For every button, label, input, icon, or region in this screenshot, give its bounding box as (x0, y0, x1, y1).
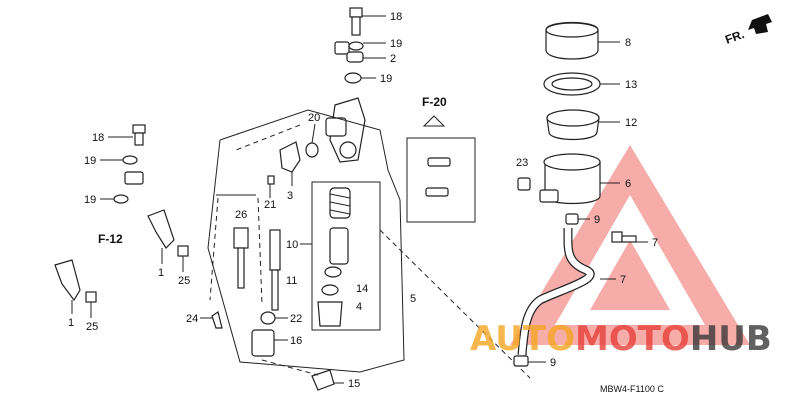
clamp-9-top (565, 213, 590, 225)
nut-23 (517, 177, 531, 191)
banjo-bolt-left (108, 124, 146, 146)
pin-24 (200, 311, 223, 329)
piston-kit-box (300, 181, 381, 331)
watermark-part2: MOTO (575, 319, 690, 359)
watermark-text: AUTOMOTOHUB (470, 319, 772, 359)
washer-left-1 (100, 155, 138, 165)
callout-19-left-lower: 19 (84, 194, 96, 206)
reservoir-hose-7 (517, 227, 616, 356)
callout-1-mid: 1 (158, 267, 164, 279)
callout-16: 16 (290, 335, 302, 347)
circlip-14 (321, 284, 339, 296)
hose-fitting-top (334, 41, 350, 55)
callout-11: 11 (286, 275, 297, 287)
f20-reference-box (379, 115, 531, 379)
callout-10: 10 (286, 239, 298, 251)
callout-8: 8 (625, 37, 631, 49)
callout-1-left: 1 (68, 317, 74, 329)
watermark-triangle (510, 145, 750, 345)
front-label: FR. (723, 27, 746, 47)
callout-15: 15 (348, 378, 360, 390)
callout-25-mid: 25 (178, 275, 190, 287)
callout-26: 26 (235, 209, 247, 221)
clamp-9-bottom (513, 355, 546, 367)
callout-25-left: 25 (86, 321, 98, 333)
callout-24: 24 (186, 313, 198, 325)
reference-f20: F-20 (422, 95, 447, 109)
diaphragm-12 (546, 109, 620, 141)
callout-14: 14 (356, 283, 368, 295)
screw-21 (267, 175, 275, 198)
callout-12: 12 (625, 117, 637, 129)
watermark-part1: AUTO (470, 319, 575, 359)
callout-9-top: 9 (594, 214, 600, 226)
callout-19-top: 19 (390, 38, 402, 50)
callout-19-left: 19 (84, 155, 96, 167)
banjo-bolt-top (349, 7, 386, 36)
reservoir-cap-8 (545, 21, 620, 60)
joint-2 (346, 51, 386, 63)
callout-18-top: 18 (390, 11, 402, 23)
hose-fitting (124, 171, 144, 185)
rod-26 (233, 227, 249, 249)
callout-3: 3 (287, 190, 293, 202)
bracket-1-mid (147, 209, 175, 264)
callout-21: 21 (264, 199, 276, 211)
master-cylinder-body (305, 97, 366, 163)
joint-16 (251, 329, 288, 357)
callout-6: 6 (625, 178, 631, 190)
bolt-7 (611, 231, 648, 243)
washer-19-top (348, 41, 386, 51)
washer-left-2 (100, 194, 129, 204)
callout-19-second: 19 (380, 73, 392, 85)
clip-15 (261, 359, 344, 391)
watermark-part3: HUB (690, 319, 772, 359)
callout-7-bolt: 7 (652, 237, 658, 249)
nut-22 (260, 311, 288, 325)
callout-13: 13 (625, 79, 637, 91)
diagram-code: MBW4-F1100 C (600, 384, 664, 394)
callout-23: 23 (516, 157, 528, 169)
callout-4: 4 (356, 301, 362, 313)
front-arrow (748, 14, 772, 34)
callout-2: 2 (390, 53, 396, 65)
o-ring-20 (305, 142, 319, 158)
callout-7-hose: 7 (620, 274, 626, 286)
boot (317, 301, 343, 327)
bracket-1-left (54, 259, 81, 314)
bolt-25-mid (177, 245, 189, 272)
bolt-25-left (85, 291, 97, 318)
brake-hose (124, 39, 350, 185)
reservoir-6 (539, 153, 620, 205)
washer-19-second (344, 72, 376, 84)
callout-18-left: 18 (92, 132, 104, 144)
callout-20: 20 (308, 112, 320, 124)
callout-9-bottom: 9 (550, 357, 556, 369)
assembly-frame (207, 109, 405, 373)
cup (324, 266, 342, 278)
diaphragm-plate-13 (543, 72, 620, 96)
piston (329, 227, 349, 265)
joint-3 (279, 141, 301, 186)
rod-11 (269, 229, 281, 271)
callout-22: 22 (290, 313, 302, 325)
callout-5: 5 (410, 293, 416, 305)
reference-f12: F-12 (98, 232, 123, 246)
pushrod-kit-box (209, 197, 281, 311)
